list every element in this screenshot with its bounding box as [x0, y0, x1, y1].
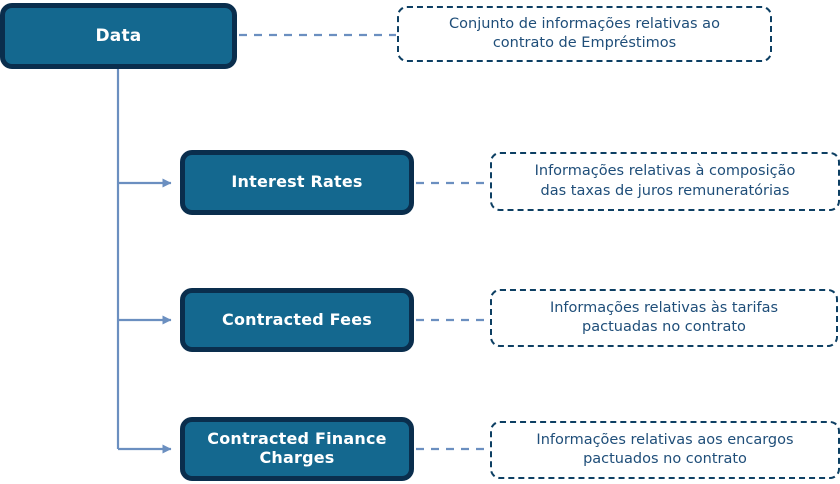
- note-contracted-fees: Informações relativas às tarifas pactuad…: [490, 289, 838, 347]
- node-contracted-fees[interactable]: Contracted Fees: [180, 288, 414, 352]
- note-data-text: Conjunto de informações relativas ao con…: [449, 15, 720, 51]
- node-interest-rates-label: Interest Rates: [231, 172, 363, 192]
- node-data[interactable]: Data: [0, 3, 237, 69]
- node-interest-rates[interactable]: Interest Rates: [180, 150, 414, 215]
- node-data-label: Data: [95, 25, 142, 46]
- note-data: Conjunto de informações relativas ao con…: [397, 6, 772, 62]
- note-contracted-finance-charges: Informações relativas aos encargos pactu…: [490, 421, 840, 479]
- note-interest-rates-text: Informações relativas à composição das t…: [534, 163, 796, 199]
- note-interest-rates: Informações relativas à composição das t…: [490, 152, 840, 211]
- node-contracted-finance-charges[interactable]: Contracted Finance Charges: [180, 417, 414, 481]
- note-contracted-fees-text: Informações relativas às tarifas pactuad…: [549, 299, 779, 335]
- node-contracted-finance-charges-label: Contracted Finance Charges: [207, 429, 387, 467]
- node-contracted-fees-label: Contracted Fees: [222, 309, 372, 329]
- note-contracted-finance-charges-text: Informações relativas aos encargos pactu…: [536, 431, 794, 467]
